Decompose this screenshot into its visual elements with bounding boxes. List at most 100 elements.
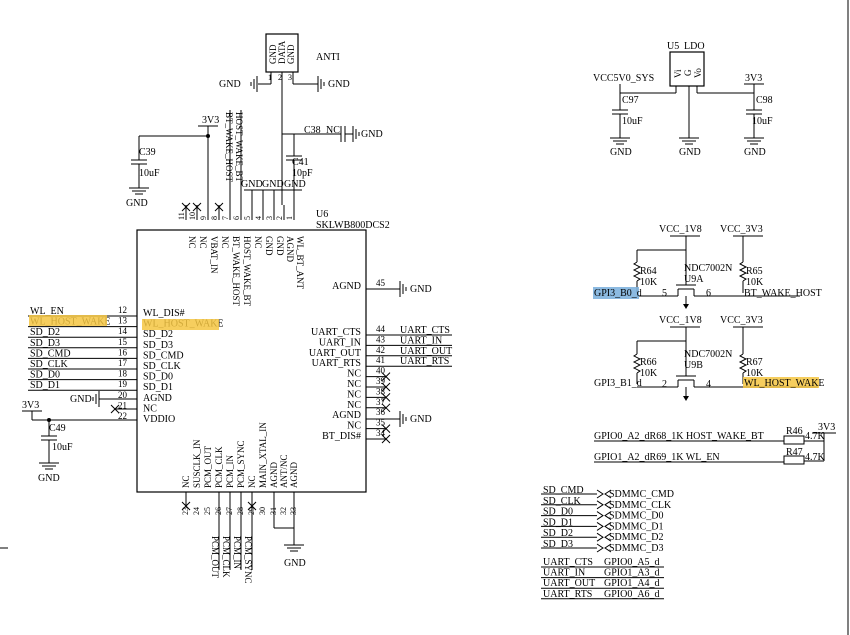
sdmmc-right-label: SDMMC_D3 xyxy=(609,543,663,554)
u6-left-pin-name: SD_D2 xyxy=(143,329,173,340)
r66-ref: R66 xyxy=(640,357,657,368)
r67-val: 10K xyxy=(746,368,764,379)
u6-top-pin-name: NC xyxy=(253,236,263,249)
u6-top-gnd-1: GND xyxy=(241,179,263,190)
u6-left-net-label: SD_D0 xyxy=(30,370,60,381)
ldo-gnd-mid: GND xyxy=(679,147,701,158)
u6-bottom-gnd: GND xyxy=(284,558,306,569)
u6-bottom-pin-num: 32 xyxy=(279,507,288,515)
u6-top-pin-num: 10 xyxy=(188,212,197,220)
uart-left-label: UART_RTS xyxy=(543,589,592,600)
u6-top-pin-num: 1 xyxy=(285,216,294,220)
u6-top-pin-num: 6 xyxy=(232,216,241,220)
r65-val: 10K xyxy=(746,277,764,288)
u6-bottom-pin-name: PCM_IN xyxy=(225,454,235,488)
series-resistors: 3V3 GPIO0_A2_dR68_1K HOST_WAKE_BT R46 4.… xyxy=(594,422,836,465)
anti-pin-2-name: DATA xyxy=(277,40,287,64)
uart-right-label: GPIO1_A3_d xyxy=(604,568,660,579)
shifter-b-vcc-left: VCC_1V8 xyxy=(659,315,702,326)
highlight-gpi3-b0 xyxy=(593,287,639,299)
sdmmc-right-label: SDMMC_D0 xyxy=(609,511,663,522)
sdmmc-right-label: SDMMC_D2 xyxy=(609,532,663,543)
u6-top-pin-name: NC xyxy=(187,236,197,249)
u6-left-pin-name: SD_CMD xyxy=(143,350,184,361)
u6-right-net-label: UART_RTS xyxy=(400,356,449,367)
u6-right-pin-num: 40 xyxy=(376,366,386,376)
u6-left-pin-num: 17 xyxy=(118,358,128,368)
u6-right-pin-name: AGND xyxy=(332,281,361,292)
u6-top-pin-name: GND xyxy=(275,236,285,256)
series-vcc: 3V3 xyxy=(818,422,835,433)
c39-val: 10uF xyxy=(139,168,160,179)
anti-pin-3-name: GND xyxy=(286,44,296,64)
u6-left-pin-num: 13 xyxy=(118,316,128,326)
sdmmc-left-label: SD_D2 xyxy=(543,528,573,539)
highlight-wl-host-wake-left xyxy=(29,315,107,326)
u6-right-pin-name: NC xyxy=(347,389,361,400)
u6-right-pin-num: 39 xyxy=(376,376,386,386)
u6-top-pin-name: AGND xyxy=(285,236,295,262)
anti-pin-1-num: 1 xyxy=(268,73,272,82)
u6-left-net-label: SD_CLK xyxy=(30,359,69,370)
u6-right-pin-name: AGND xyxy=(332,410,361,421)
c49-ref: C49 xyxy=(49,423,66,434)
u6-right-net-label: UART_CTS xyxy=(400,325,450,336)
shifter-b-part: NDC7002N xyxy=(684,349,732,360)
sdmmc-right-label: SDMMC_D1 xyxy=(609,521,663,532)
u6-top-gnd-2: GND xyxy=(262,179,284,190)
shifter-a-pin-d: 6 xyxy=(706,288,711,299)
ldo-pin-vi: Vi xyxy=(673,69,683,78)
r46-val: 4.7K xyxy=(805,431,826,442)
net-pcm-clk: PCM_CLK xyxy=(221,536,231,578)
u6-left-pin-num: 18 xyxy=(118,369,128,379)
u6-left-pin-num: 19 xyxy=(118,379,128,389)
v3v3-top-label: 3V3 xyxy=(202,115,219,126)
sdmmc-left-label: SD_D1 xyxy=(543,517,573,528)
anti-label: ANTI xyxy=(316,52,340,63)
net-pcm-in: PCM_IN xyxy=(232,536,242,570)
ldo-pin-vo: Vo xyxy=(693,68,703,78)
u6-left-pin-num: 22 xyxy=(118,411,127,421)
u6-top-pin-name: HOST_WAKE_BT xyxy=(242,236,252,306)
sdmmc-left-label: SD_D3 xyxy=(543,539,573,550)
c97-val: 10uF xyxy=(622,116,643,127)
uart-right-label: GPIO0_A6_d xyxy=(604,589,660,600)
capacitor-c41: C41 10pF GND xyxy=(284,134,313,190)
ldo-vout: 3V3 xyxy=(745,73,762,84)
u6-right-pin-name: UART_OUT xyxy=(309,348,361,359)
u6-right-pin-num: 41 xyxy=(376,355,385,365)
ldo-vin: VCC5V0_SYS xyxy=(593,73,654,84)
c49-gnd: GND xyxy=(38,473,60,484)
u6-bottom-nets: PCM_OUT PCM_CLK PCM_IN PCM_SYNC GND xyxy=(210,492,306,584)
ldo-u5: U5 LDO Vi G Vo GND VCC5V0_SYS C97 10uF G… xyxy=(593,41,773,158)
ldo-gnd-left: GND xyxy=(610,147,632,158)
u6-right-pin-num: 45 xyxy=(376,278,386,288)
u6-bottom-pin-num: 25 xyxy=(203,507,212,515)
u6-left-pin-name: SD_D1 xyxy=(143,382,173,393)
series-row2-net: GPIO1_A2_dR69_1K WL_EN xyxy=(594,452,720,463)
u6-top-pin-name: GND xyxy=(264,236,274,256)
u6-part: SKLWB800DCS2 xyxy=(316,220,390,231)
r47-ref: R47 xyxy=(786,447,803,458)
u6-right-pin-name: NC xyxy=(347,369,361,380)
ldo-gnd-right: GND xyxy=(744,147,766,158)
u6-right-pin-num: 42 xyxy=(376,345,385,355)
u6-top-pin-num: 7 xyxy=(221,216,230,220)
u6-left-pin-name: VDDIO xyxy=(143,414,175,425)
u6-top-pin-num: 3 xyxy=(265,216,274,220)
shifter-a-pin-s: 5 xyxy=(662,288,667,299)
u6-right-pin-name: NC xyxy=(347,400,361,411)
u6-left-pin-name: NC xyxy=(143,403,157,414)
shifter-a-vcc-left: VCC_1V8 xyxy=(659,224,702,235)
c39-gnd: GND xyxy=(126,198,148,209)
uart-right-label: GPIO1_A4_d xyxy=(604,578,660,589)
r66-val: 10K xyxy=(640,368,658,379)
u6-left-pin-name: WL_DIS# xyxy=(143,308,185,319)
anti-connector: GND DATA GND 1 2 3 ANTI GND GND xyxy=(219,33,350,205)
u6-left-net-label: SD_D3 xyxy=(30,338,60,349)
vddio-supply: 3V3 C49 10uF GND GND xyxy=(22,391,137,484)
c41-val: 10pF xyxy=(292,168,313,179)
